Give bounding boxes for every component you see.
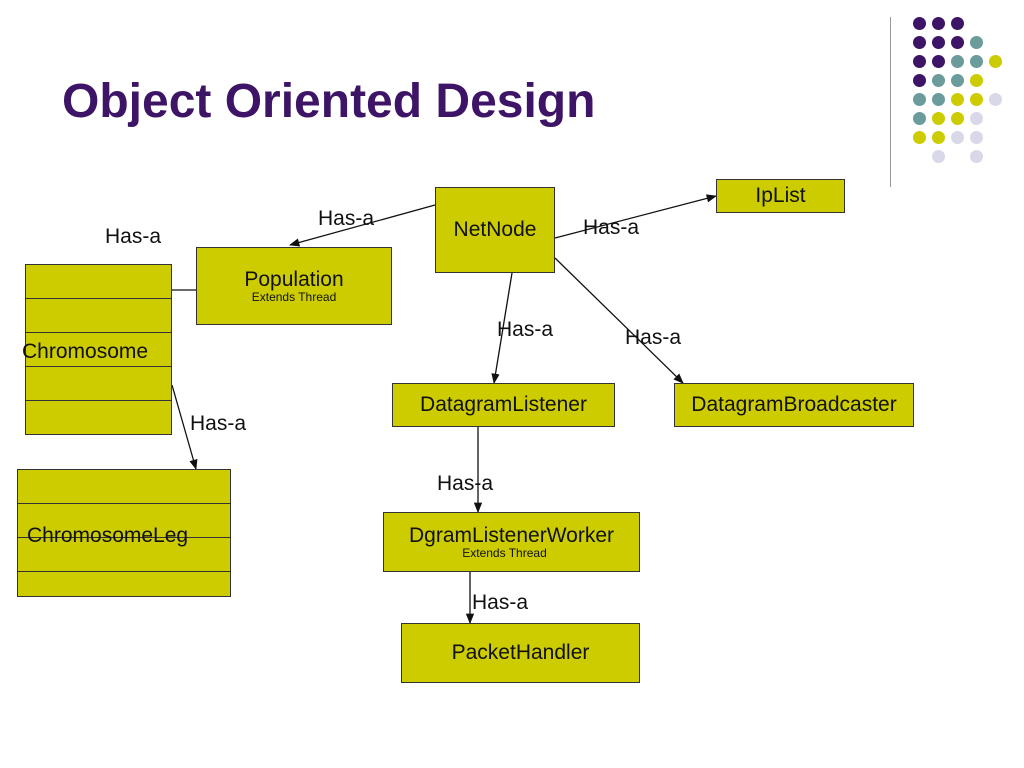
decor-dot xyxy=(932,17,945,30)
decor-dot xyxy=(970,55,983,68)
decor-dot xyxy=(913,112,926,125)
decor-dot xyxy=(932,93,945,106)
decor-dot xyxy=(913,93,926,106)
dgram-listener-worker-label: DgramListenerWorker xyxy=(408,523,614,547)
datagram-broadcaster-box: DatagramBroadcaster xyxy=(674,383,914,427)
decor-dot xyxy=(913,55,926,68)
relation-label: Has-a xyxy=(625,326,682,349)
chromosome-cell xyxy=(25,298,172,333)
decor-dot xyxy=(932,55,945,68)
packet-handler-box: PacketHandler xyxy=(401,623,640,683)
chromosome-cell xyxy=(25,264,172,299)
decor-dot xyxy=(932,112,945,125)
dgram-listener-worker-note: Extends Thread xyxy=(462,545,547,560)
decor-dot xyxy=(951,74,964,87)
decor-dot xyxy=(913,74,926,87)
chromosome-leg-cell xyxy=(17,503,231,538)
decor-dot xyxy=(970,131,983,144)
chromosome-cell xyxy=(25,332,172,367)
decor-dot xyxy=(970,36,983,49)
chromosome-leg-cell xyxy=(17,571,231,597)
edge-chromosome-chromosomeleg xyxy=(171,384,198,470)
edge-netnode-datagramlistener xyxy=(491,272,513,385)
relation-label: Has-a xyxy=(318,207,375,230)
decor-dot xyxy=(951,36,964,49)
relation-label: Has-a xyxy=(105,225,162,248)
relation-label: Has-a xyxy=(190,412,247,435)
iplist-label: IpList xyxy=(755,184,806,208)
decor-dot xyxy=(913,17,926,30)
decor-dot xyxy=(951,17,964,30)
chromosome-stack xyxy=(25,264,172,435)
chromosome-leg-label: ChromosomeLeg xyxy=(27,524,189,547)
decor-dot xyxy=(932,74,945,87)
population-box: Population Extends Thread xyxy=(196,247,392,325)
edge-netnode-datagrambroadcaster xyxy=(554,257,684,384)
decor-dot xyxy=(989,55,1002,68)
decor-dot xyxy=(970,74,983,87)
decor-dot xyxy=(951,55,964,68)
chromosome-leg-stack xyxy=(17,469,231,597)
datagram-listener-box: DatagramListener xyxy=(392,383,615,427)
chromosome-cell xyxy=(25,400,172,435)
chromosome-cell xyxy=(25,366,172,401)
decor-dot xyxy=(932,131,945,144)
chromosome-leg-cell xyxy=(17,469,231,504)
decor-dot xyxy=(970,112,983,125)
netnode-box: NetNode xyxy=(435,187,555,273)
iplist-box: IpList xyxy=(716,179,845,213)
netnode-label: NetNode xyxy=(453,218,537,242)
decor-dot xyxy=(932,36,945,49)
chromosome-label: Chromosome xyxy=(22,340,149,363)
edge-netnode-population xyxy=(288,204,436,247)
chromosome-leg-cell xyxy=(17,537,231,572)
decor-dot xyxy=(951,131,964,144)
relation-label: Has-a xyxy=(497,318,554,341)
decor-dot xyxy=(932,150,945,163)
decor-dot xyxy=(951,112,964,125)
population-note: Extends Thread xyxy=(251,289,337,304)
decor-dot xyxy=(951,93,964,106)
datagram-listener-label: DatagramListener xyxy=(420,393,587,417)
relation-label: Has-a xyxy=(583,216,640,239)
decor-dot xyxy=(970,93,983,106)
relation-label: Has-a xyxy=(437,472,494,495)
edge-netnode-iplist xyxy=(554,194,718,239)
datagram-broadcaster-label: DatagramBroadcaster xyxy=(691,393,897,417)
decor-dot xyxy=(989,93,1002,106)
decor-dot xyxy=(970,150,983,163)
divider-line xyxy=(890,17,891,187)
dgram-listener-worker-box: DgramListenerWorker Extends Thread xyxy=(383,512,640,572)
decor-dot xyxy=(913,131,926,144)
population-label: Population xyxy=(244,267,344,291)
decor-dot xyxy=(913,36,926,49)
page-title: Object Oriented Design xyxy=(62,75,596,128)
packet-handler-label: PacketHandler xyxy=(451,641,590,665)
relation-label: Has-a xyxy=(472,591,529,614)
